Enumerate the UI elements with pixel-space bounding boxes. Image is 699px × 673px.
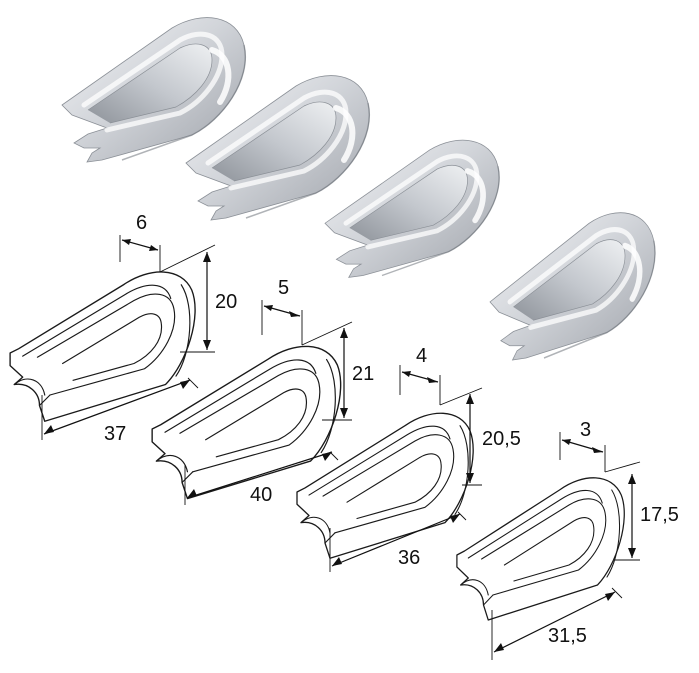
thimble-2-width-label: 5: [278, 277, 289, 299]
thimble-3-height-label: 20,5: [482, 428, 521, 450]
thimble-2-length-label: 40: [250, 484, 272, 506]
drawing-thimble-4: [456, 432, 641, 660]
thimble-4-length-label: 31,5: [548, 625, 587, 647]
drawing-thimble-1: [9, 235, 216, 440]
thimble-4-width-label: 3: [580, 419, 591, 441]
thimble-3-length-label: 36: [398, 547, 420, 569]
drawing-thimble-3: [296, 365, 483, 572]
thimble-2-height-label: 21: [352, 363, 374, 385]
thimble-4-height-label: 17,5: [640, 504, 679, 526]
thimble-1-height-label: 20: [215, 291, 237, 313]
photo-thimble-4: [490, 213, 655, 360]
thimble-1-length-label: 37: [104, 423, 126, 445]
drawing-thimble-2: [151, 300, 353, 505]
thimble-1-width-label: 6: [136, 212, 147, 234]
thimble-3-width-label: 4: [416, 345, 427, 367]
